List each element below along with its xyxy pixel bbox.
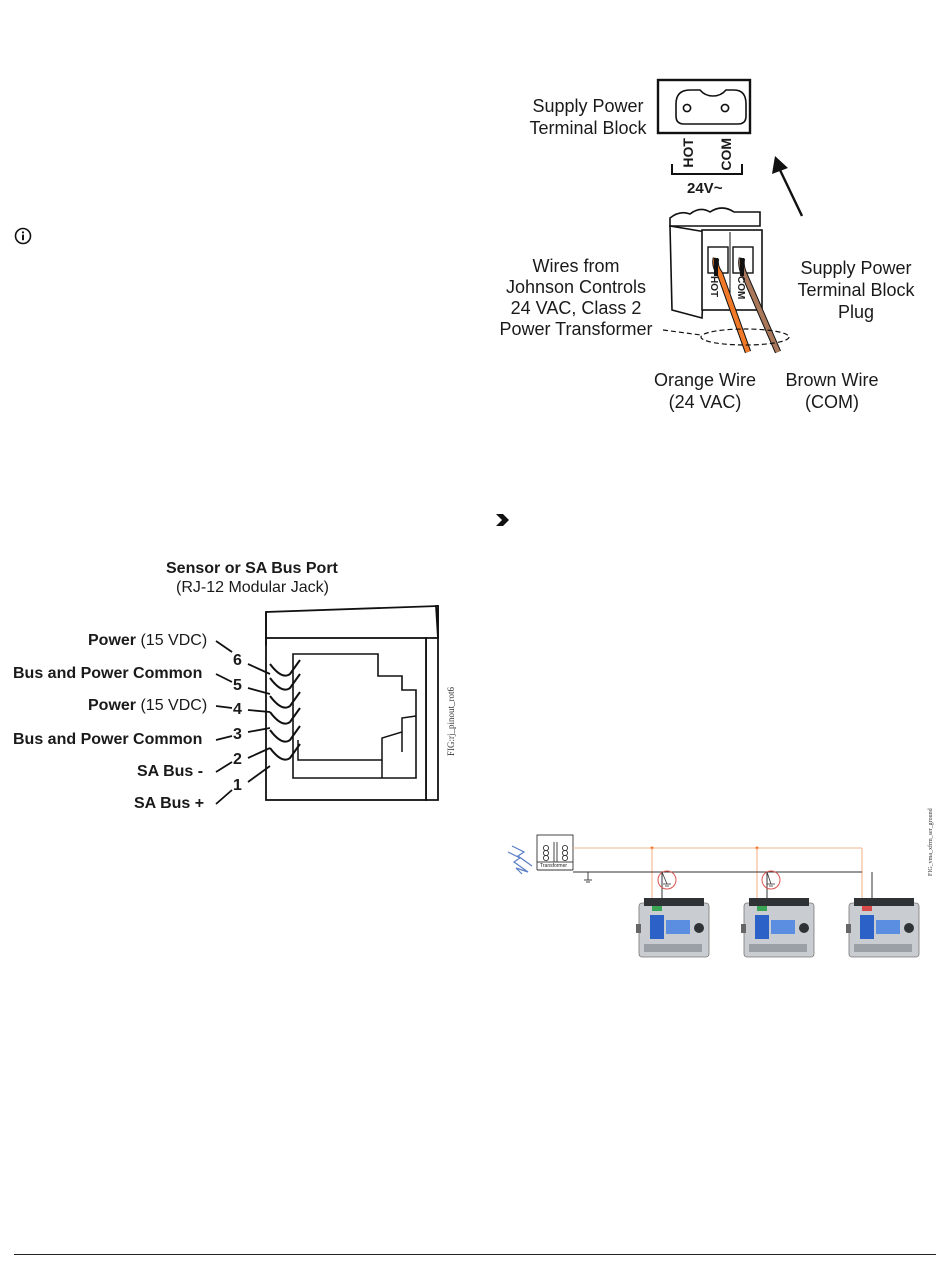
pin-5-label: Bus and Power Common: [13, 665, 203, 682]
plug-hot-label: HOT: [708, 276, 719, 298]
footer-divider: [14, 1254, 936, 1255]
voltage-label: 24V~: [687, 180, 723, 197]
ground-circle-2: [761, 870, 781, 890]
rj12-subtitle: (RJ-12 Modular Jack): [176, 579, 329, 596]
pin-3-number: 3: [233, 726, 242, 743]
pin-1-label: SA Bus +: [134, 795, 205, 812]
pin-2-number: 2: [233, 751, 242, 768]
orange-wire-label: Orange Wire (24 VAC): [653, 370, 757, 412]
rj12-title: Sensor or SA Bus Port: [166, 560, 338, 577]
chevron-right-icon: [496, 514, 509, 526]
plug-com-label: COM: [735, 276, 746, 300]
brown-wire-label: Brown Wire (COM): [785, 370, 879, 412]
transformer-label: Transformer: [540, 863, 568, 869]
pin-5-number: 5: [233, 677, 242, 694]
pin-2-label: SA Bus -: [137, 763, 204, 780]
controller-device-2: [741, 898, 815, 958]
arrow-head: [772, 156, 788, 174]
info-icon: [14, 227, 32, 245]
lightning-icon: [507, 845, 533, 875]
ground-circle-1: [657, 870, 677, 890]
plug-label: Supply Power Terminal Block Plug: [797, 258, 915, 322]
controller-device-1: [636, 898, 710, 958]
ground-figure-id: FIG_vma_xfrm_ser_ground: [928, 808, 934, 876]
wires-from-label: Wires from Johnson Controls 24 VAC, Clas…: [499, 256, 653, 339]
controller-device-3: [846, 898, 920, 958]
pin-6-label: Power (15 VDC): [88, 632, 208, 649]
terminal-block-label: Supply Power Terminal Block: [529, 96, 647, 138]
pin-3-label: Bus and Power Common: [13, 731, 203, 748]
pin-4-number: 4: [233, 701, 242, 718]
pin-1-number: 1: [233, 777, 242, 794]
pin-4-label: Power (15 VDC): [88, 697, 208, 714]
pin-6-number: 6: [233, 652, 242, 669]
